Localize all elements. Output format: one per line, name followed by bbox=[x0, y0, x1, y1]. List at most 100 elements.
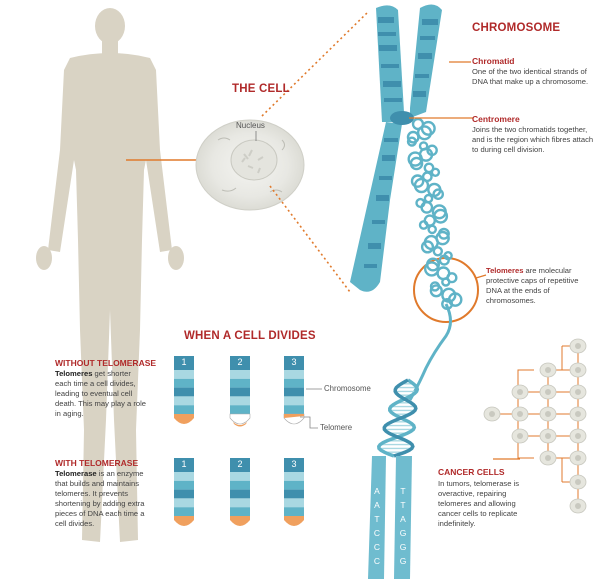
division-number-2: 2 bbox=[237, 357, 243, 367]
coil-loop bbox=[432, 246, 443, 257]
chromosome-stripe bbox=[174, 405, 194, 414]
with-chromosome-3 bbox=[284, 458, 304, 526]
without-telomerase-text: Telomeres get shorter each time a cell d… bbox=[55, 369, 147, 419]
with-chromosome-2 bbox=[230, 458, 250, 526]
chromosome-stripe bbox=[230, 498, 250, 508]
chromosome-stripe bbox=[230, 396, 250, 406]
chromosome-number-band bbox=[174, 356, 194, 370]
division-number-3: 3 bbox=[291, 357, 297, 367]
division-chromosomes bbox=[174, 356, 305, 526]
telomeres-text: are molecular protective caps of repetit… bbox=[486, 266, 579, 305]
cancer-cell-nucleus bbox=[545, 367, 551, 373]
dna-helix bbox=[376, 378, 420, 458]
dna-base-right-5: G bbox=[399, 556, 407, 566]
centromere bbox=[390, 111, 414, 125]
with-telomerase-text: Telomerase is an enzyme that builds and … bbox=[55, 469, 151, 529]
dna-base-left-1: A bbox=[374, 500, 380, 510]
human-silhouette bbox=[36, 8, 184, 542]
chromosome-stripe bbox=[230, 405, 250, 414]
cancer-cell-nucleus bbox=[545, 455, 551, 461]
dna-base-right-3: G bbox=[399, 528, 407, 538]
chromosome-stripe bbox=[230, 472, 250, 481]
chromosome-number-band bbox=[284, 356, 304, 370]
chromatin-coil bbox=[406, 117, 463, 401]
chromosome-stripe bbox=[230, 370, 250, 379]
nucleus-label: Nucleus bbox=[236, 121, 265, 130]
dna-base-left-3: C bbox=[373, 528, 381, 538]
chromosome-stripe bbox=[230, 387, 250, 397]
dna-base-left-5: C bbox=[373, 556, 381, 566]
telomere-cap bbox=[230, 516, 250, 526]
chromatid-right-upper bbox=[410, 4, 442, 119]
coil-loop bbox=[406, 130, 420, 144]
chromosome-label: Chromosome bbox=[324, 384, 371, 393]
division-number-1: 1 bbox=[181, 357, 187, 367]
cancer-text: In tumors, telomerase is overactive, rep… bbox=[438, 479, 520, 528]
chromosome-stripe bbox=[284, 498, 304, 508]
cancer-cell-nucleus bbox=[575, 479, 581, 485]
coil-tail bbox=[408, 303, 452, 401]
cancer-title: CANCER CELLS bbox=[438, 467, 505, 477]
helix-strand-b bbox=[382, 378, 418, 458]
without-chromosome-1 bbox=[174, 356, 194, 424]
chromosome-stripe bbox=[284, 472, 304, 481]
coil-loop bbox=[406, 136, 418, 147]
division-number-1b: 1 bbox=[181, 459, 187, 469]
telomere-cap-thin bbox=[284, 414, 304, 418]
cell-to-chromosome-bottom-line bbox=[269, 185, 351, 293]
chromosome-stripe bbox=[284, 489, 304, 499]
coil-loop bbox=[420, 240, 435, 254]
with-telomerase-title: WITH TELOMERASE bbox=[55, 458, 139, 468]
chromatid-title: Chromatid bbox=[472, 56, 515, 66]
cancer-cell-nucleus bbox=[575, 367, 581, 373]
coil-loop bbox=[438, 254, 450, 266]
chromosome-stripe bbox=[284, 507, 304, 516]
dna-base-left-2: T bbox=[374, 514, 380, 524]
chromosome-stripe bbox=[284, 480, 304, 490]
division-number-2b: 2 bbox=[237, 459, 243, 469]
cancer-cell-nucleus bbox=[575, 343, 581, 349]
cancer-cell-nucleus bbox=[575, 455, 581, 461]
coil-loop bbox=[429, 284, 443, 298]
chromosome-stripe bbox=[230, 489, 250, 499]
telomere-cap bbox=[284, 516, 304, 526]
centromere-text: Joins the two chromatids together, and i… bbox=[472, 125, 594, 154]
coil-loop bbox=[420, 120, 436, 136]
chromosome-stripe bbox=[174, 498, 194, 508]
chromosome-stripe bbox=[284, 396, 304, 406]
cancer-cell-nucleus bbox=[575, 411, 581, 417]
chromosome-stripe bbox=[230, 378, 250, 388]
chromosome-stripe bbox=[284, 387, 304, 397]
dna-base-left-4: C bbox=[373, 542, 381, 552]
coil-loop bbox=[413, 177, 430, 194]
cancer-cell-nucleus bbox=[575, 433, 581, 439]
coil-loop bbox=[433, 208, 449, 224]
dna-base-right-0: T bbox=[400, 486, 406, 496]
chromosome-number-band bbox=[174, 458, 194, 472]
dna-base-left-0: A bbox=[374, 486, 380, 496]
cancer-cell-tree bbox=[483, 338, 587, 514]
dna-base-right-2: A bbox=[400, 514, 406, 524]
coil-loop bbox=[420, 200, 434, 214]
chromosome-stripe bbox=[284, 370, 304, 379]
chromosome-stripe bbox=[230, 507, 250, 516]
chromosome-title: CHROMOSOME bbox=[472, 22, 561, 34]
without-chromosome-2 bbox=[229, 356, 251, 427]
chromosome bbox=[350, 4, 442, 292]
cancer-cell-nucleus bbox=[517, 411, 523, 417]
with-text: is an enzyme that builds and maintains t… bbox=[55, 469, 145, 528]
without-bold: Telomeres bbox=[55, 369, 93, 378]
cancer-cell-nucleus bbox=[517, 389, 523, 395]
telomere-label: Telomere bbox=[320, 423, 353, 432]
dna-strands bbox=[368, 456, 412, 579]
divides-title: WHEN A CELL DIVIDES bbox=[184, 330, 316, 342]
cell bbox=[195, 119, 305, 211]
cell-title: THE CELL bbox=[232, 83, 290, 95]
division-number-3b: 3 bbox=[291, 459, 297, 469]
chromosome-stripe bbox=[284, 378, 304, 388]
coil-loop bbox=[407, 151, 423, 167]
chromatid-text: One of the two identical strands of DNA … bbox=[472, 67, 589, 86]
chromosome-stripe bbox=[174, 489, 194, 499]
coil-loop bbox=[416, 125, 433, 141]
